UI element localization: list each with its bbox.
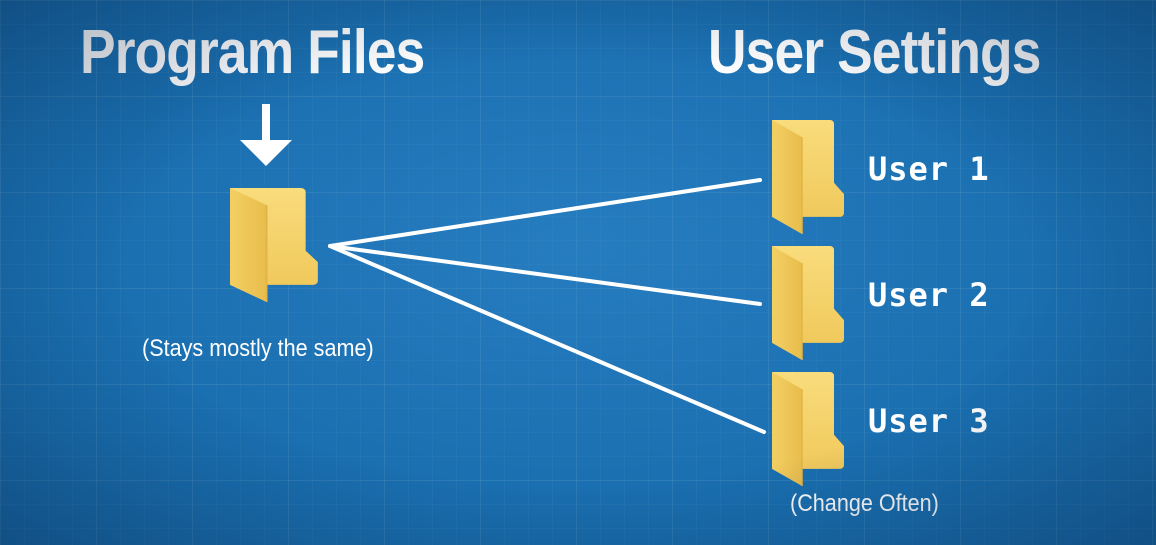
user-settings-title: User Settings <box>708 18 1041 87</box>
connector-line-user-2 <box>328 244 762 306</box>
user-settings-caption: (Change Often) <box>790 490 939 517</box>
user-1-label: User 1 <box>868 150 990 188</box>
user-3-label: User 3 <box>868 402 990 440</box>
connector-lines <box>328 178 766 434</box>
program-files-folder-icon <box>229 187 319 303</box>
user-2-label: User 2 <box>868 276 990 314</box>
program-files-caption: (Stays mostly the same) <box>142 335 374 362</box>
user-1-folder-icon <box>771 119 845 235</box>
connector-line-user-1 <box>328 178 762 248</box>
user-2-folder-icon <box>771 245 845 361</box>
user-3-folder-icon <box>771 371 845 487</box>
program-files-title: Program Files <box>80 18 425 87</box>
arrow-down-icon <box>240 104 292 166</box>
connector-line-user-3 <box>328 244 766 434</box>
